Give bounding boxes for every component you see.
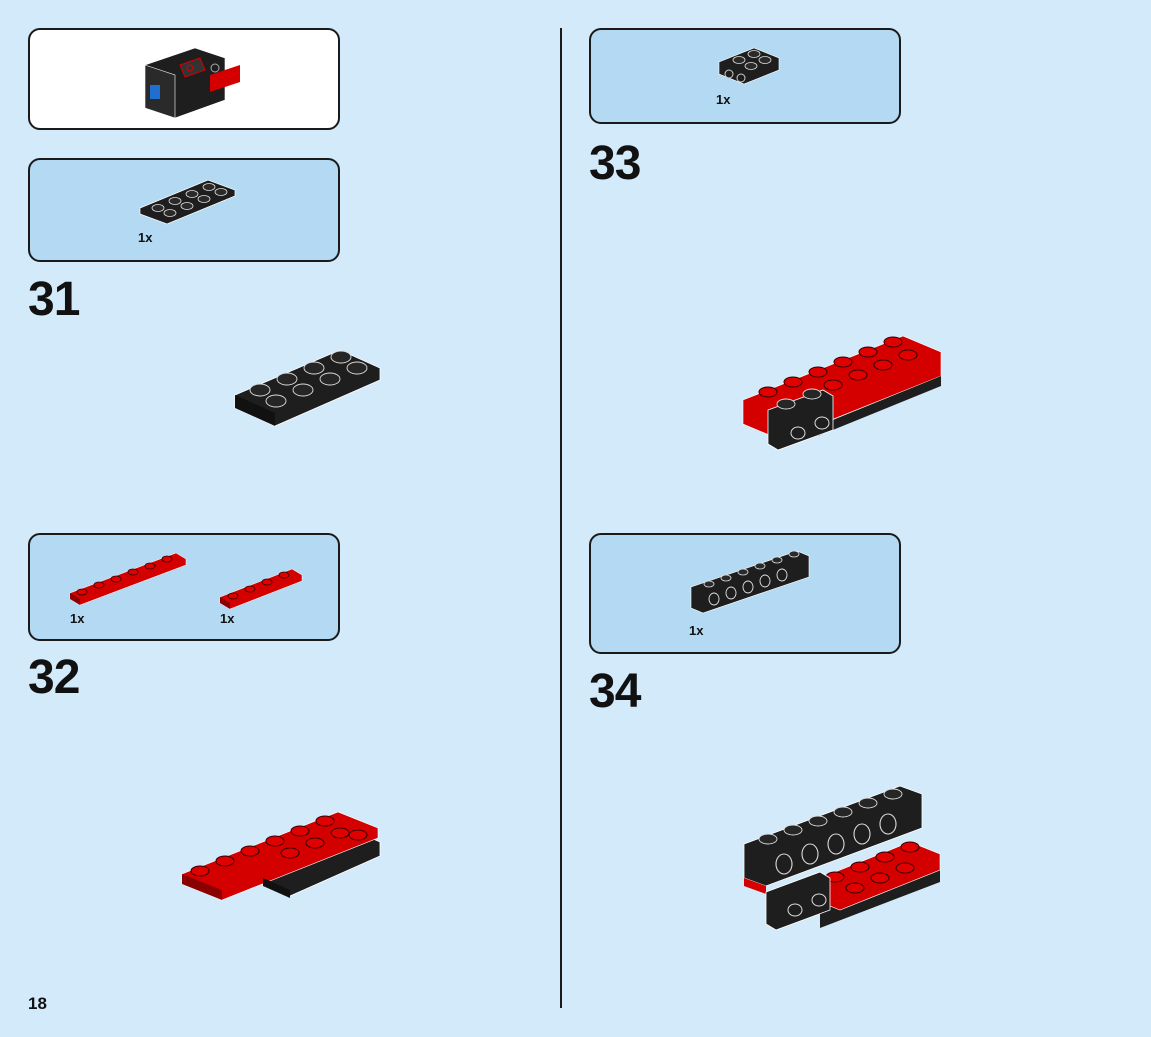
step-32-assembly-icon	[181, 811, 381, 901]
step-number: 34	[589, 665, 641, 718]
black-bracket-icon	[718, 47, 780, 85]
part-quantity: 1x	[138, 230, 153, 245]
step-31-assembly-icon	[234, 349, 381, 427]
sub-assembly-icon	[144, 47, 240, 119]
column-divider	[560, 28, 562, 1008]
parts-box-32: 1x 1x	[28, 533, 340, 641]
step-33-assembly-icon	[742, 335, 942, 451]
page-number: 18	[28, 994, 47, 1013]
step-number: 32	[28, 651, 80, 704]
step-number: 31	[28, 273, 80, 326]
parts-box-31: 1x	[28, 158, 340, 262]
black-technic-brick-1x6-icon	[690, 550, 810, 614]
part-quantity: 1x	[220, 611, 235, 626]
step-number: 33	[589, 137, 641, 190]
part-quantity: 1x	[689, 623, 704, 638]
part-quantity: 1x	[70, 611, 85, 626]
parts-box-34: 1x	[589, 533, 901, 654]
black-plate-2x4-icon	[139, 179, 236, 225]
parts-box-33: 1x	[589, 28, 901, 124]
callout-box	[28, 28, 340, 130]
red-plate-1x6-icon	[69, 552, 187, 606]
step-34-assembly-icon	[743, 785, 941, 931]
part-quantity: 1x	[716, 92, 731, 107]
red-plate-1x4-icon	[219, 568, 303, 610]
